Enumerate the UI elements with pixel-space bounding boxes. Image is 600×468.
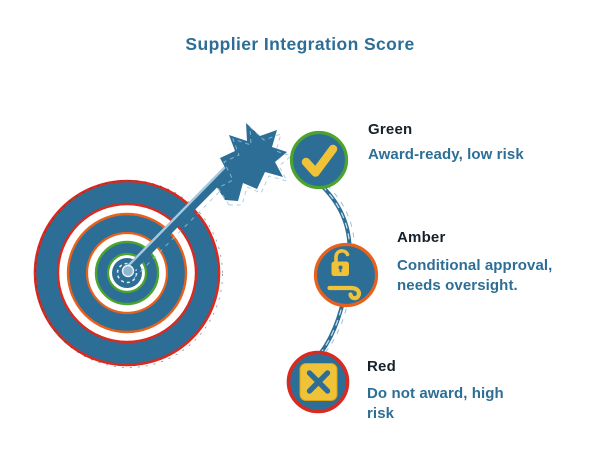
impact-ring (116, 262, 138, 284)
milestone-red-badge (286, 350, 350, 414)
milestone-red-label: Red (367, 358, 396, 375)
arrow-shaft (123, 162, 236, 276)
arrow-sketch-line (133, 172, 239, 279)
page-title: Supplier Integration Score (185, 34, 415, 54)
green-badge-circle (289, 130, 349, 190)
milestone-red-description: Do not award, high risk (367, 385, 504, 422)
arrow-shaft-highlight (123, 162, 230, 271)
arrow-tip (121, 264, 135, 278)
milestone-green-label: Green (368, 121, 413, 138)
milestone-amber-badge (313, 242, 379, 308)
check-icon (301, 144, 338, 177)
milestone-amber-description: Conditional approval, needs oversight. (397, 257, 553, 294)
arrow-fletching (214, 123, 287, 201)
milestone-green-description: Award-ready, low risk (368, 146, 524, 163)
fletching-sketch-outline (217, 125, 293, 206)
dart-arrow (121, 123, 293, 279)
x-icon (306, 370, 331, 394)
milestone-amber-label: Amber (397, 229, 446, 246)
unlock-icon (327, 249, 362, 301)
target-sketch-outline (35, 180, 223, 368)
milestone-green-badge (289, 130, 349, 190)
